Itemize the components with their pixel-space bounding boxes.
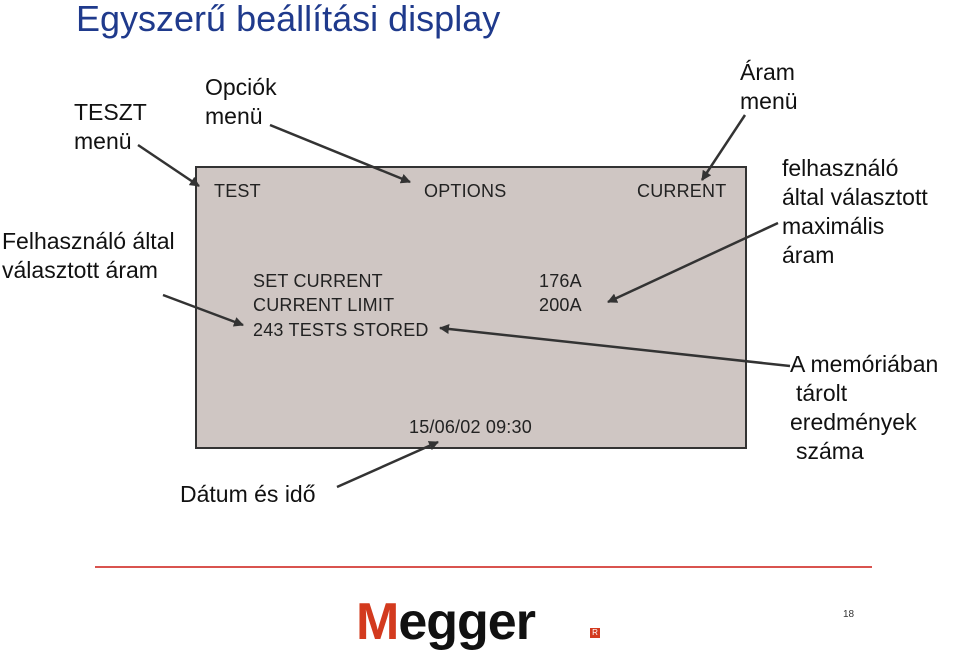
label-line: felhasználó: [782, 155, 899, 181]
screen-test-menu: TEST: [214, 181, 261, 201]
label-line: maximális: [782, 213, 885, 239]
label-line: választott áram: [2, 257, 158, 283]
label-opciok-menu: Opciók menü: [205, 73, 277, 131]
arrow-max-aram: [607, 221, 779, 304]
arrow-aram: [700, 114, 747, 181]
label-line: Áram: [740, 59, 795, 85]
label-line: Opciók: [205, 74, 277, 100]
label-line: A memóriában: [790, 351, 939, 377]
label-line: Felhasználó által: [2, 228, 175, 254]
screen-options-menu: OPTIONS: [424, 181, 507, 201]
screen-current-menu: CURRENT: [637, 181, 727, 201]
screen-set-value: 176A: [539, 271, 582, 291]
logo-rest: egger: [398, 593, 536, 651]
label-line: száma: [796, 438, 864, 464]
page-number: 18: [843, 609, 855, 620]
label-line: áram: [782, 242, 835, 268]
screen-set-current: SET CURRENT: [253, 271, 383, 291]
label-line: menü: [740, 88, 798, 114]
screen-datetime: 15/06/02 09:30: [409, 417, 532, 437]
label-line: TESZT: [74, 99, 147, 125]
logo-m: M: [356, 593, 399, 651]
arrow-teszt: [137, 143, 200, 188]
label-line: menü: [205, 103, 263, 129]
label-line: eredmények: [790, 409, 917, 435]
arrow-felhasznalo: [162, 293, 244, 327]
screen-tests-stored: 243 TESTS STORED: [253, 320, 429, 340]
megger-logo: Megger: [356, 592, 536, 652]
label-line: által választott: [782, 184, 928, 210]
label-line: menü: [74, 128, 132, 154]
arrow-memoria: [439, 324, 791, 368]
label-datum: Dátum és idő: [180, 481, 316, 507]
label-teszt-menu: TESZT menü: [74, 98, 147, 156]
display-screen: TEST OPTIONS CURRENT SET CURRENT CURRENT…: [195, 166, 747, 449]
screen-limit-value: 200A: [539, 295, 582, 315]
footer-rule: [95, 566, 872, 568]
label-aram-menu: Áram menü: [740, 58, 798, 116]
label-felhasznalo-aram: Felhasználó által választott áram: [2, 227, 175, 285]
page-title: Egyszerű beállítási display: [76, 0, 501, 39]
label-max-aram: felhasználó által választott maximális á…: [782, 154, 928, 270]
label-line: tárolt: [796, 380, 848, 406]
arrow-opciok: [269, 123, 411, 184]
arrow-datum: [336, 440, 439, 489]
screen-current-limit: CURRENT LIMIT: [253, 295, 395, 315]
label-memoria: A memóriában tárolt eredmények száma: [790, 350, 938, 466]
registered-mark: R: [590, 628, 600, 638]
